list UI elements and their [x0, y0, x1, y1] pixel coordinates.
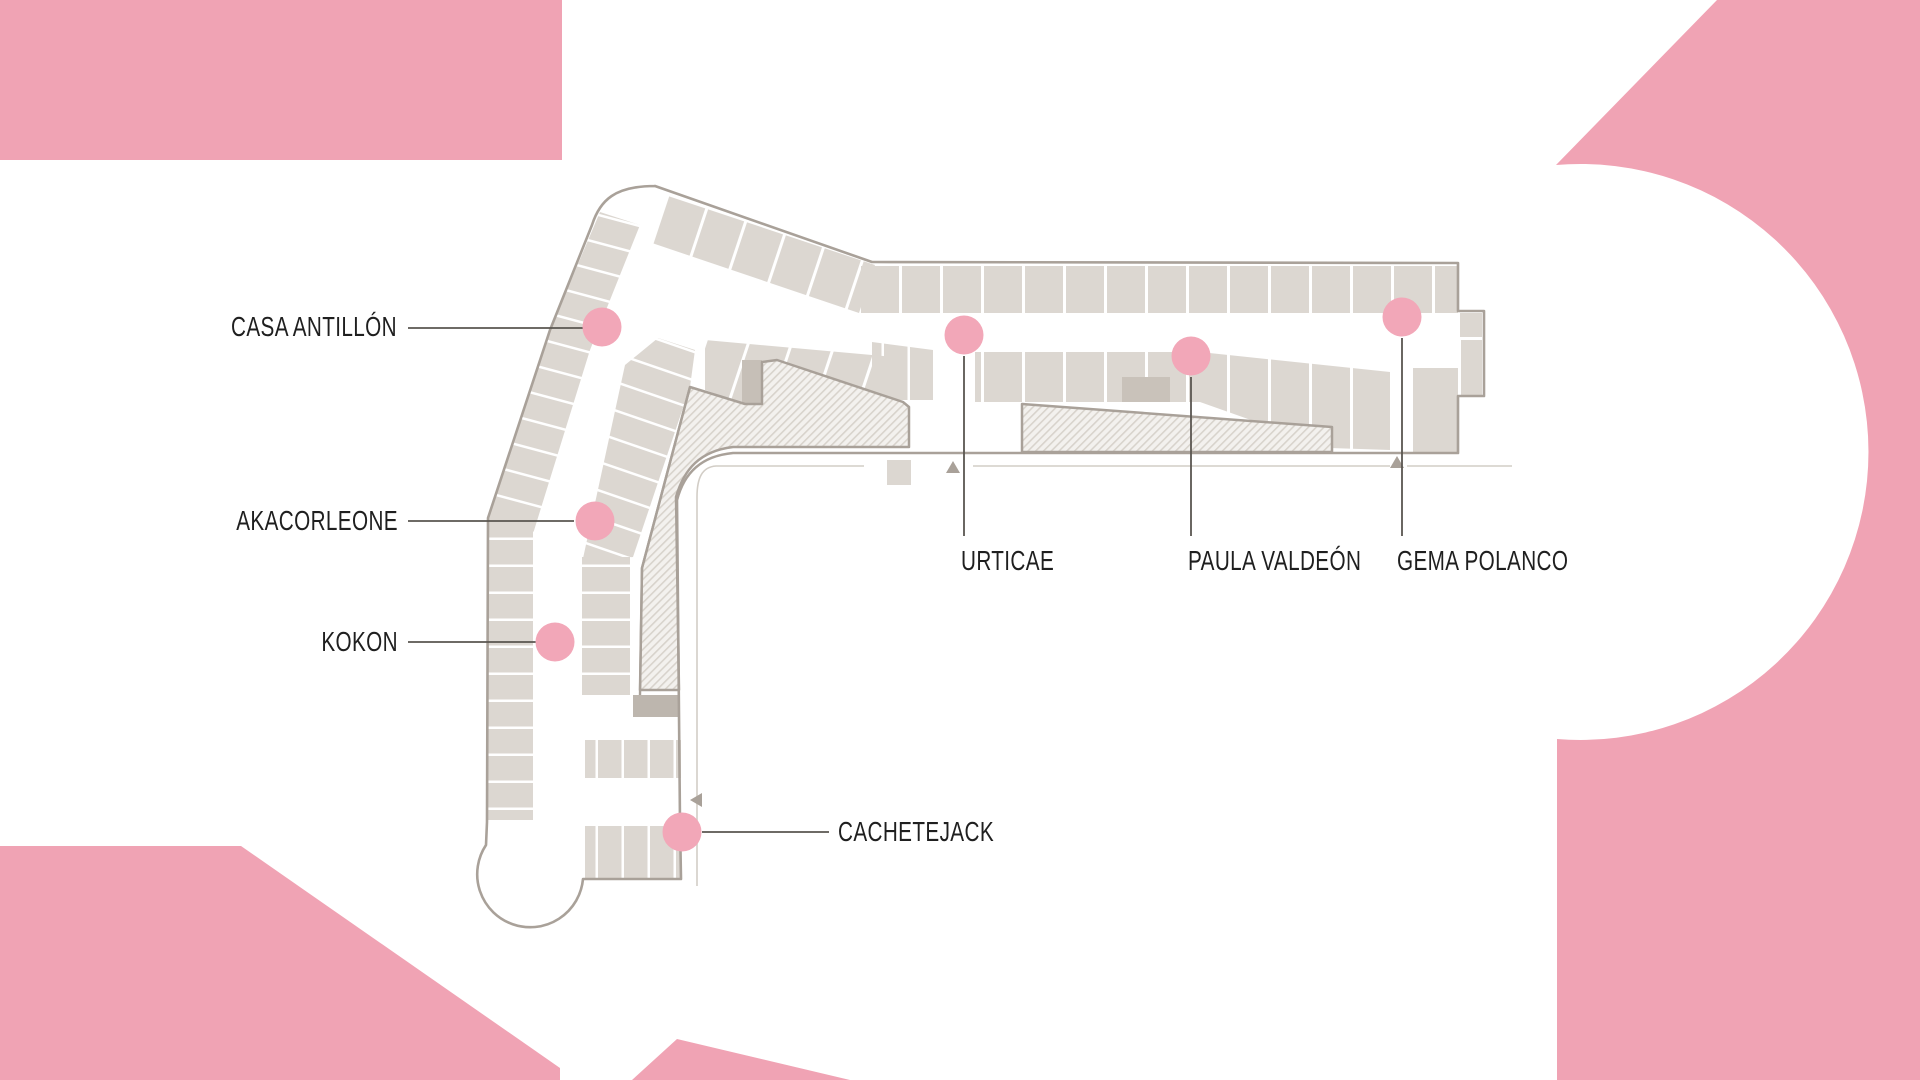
entrance-markers — [690, 456, 1404, 807]
room-row-bottom-upper — [585, 740, 681, 778]
room-block-dark-east — [1122, 377, 1170, 402]
label-cachetejack: CACHETEJACK — [838, 817, 994, 848]
room-notch-lower — [1461, 340, 1482, 396]
label-kokon: KOKON — [321, 627, 398, 658]
label-akacorleone: AKACORLEONE — [236, 506, 398, 537]
label-gema-polanco: GEMA POLANCO — [1397, 546, 1568, 577]
map-labels: CASA ANTILLÓN AKACORLEONE KOKON CACHETEJ… — [231, 312, 1568, 848]
entrance-arrow-left-icon — [690, 793, 702, 807]
floorplan-outer-wall — [475, 184, 1486, 929]
floorplan-rooms — [487, 196, 1482, 878]
room-row-inner-east-sloped — [1200, 352, 1390, 450]
room-strip-left-inner-vertical — [582, 557, 630, 695]
room-row-inner-west — [872, 342, 933, 400]
location-dot-cachetejack — [662, 812, 702, 852]
location-dot-gema-polanco — [1382, 297, 1422, 337]
deco-pink-block-right — [1556, 0, 1920, 1080]
location-dot-urticae — [944, 315, 984, 355]
deco-pink-block-top-left — [0, 0, 562, 160]
location-dot-kokon — [535, 622, 575, 662]
floorplan-courtyards — [638, 358, 1334, 692]
street-lines — [696, 465, 1512, 886]
location-dots — [535, 297, 1422, 852]
entrance-arrow-up-icon — [1390, 456, 1404, 468]
room-block-east-end — [1413, 368, 1458, 452]
location-dot-casa-antillon — [582, 307, 622, 347]
label-urticae: URTICAE — [961, 546, 1054, 577]
location-dot-akacorleone — [575, 501, 615, 541]
room-strip-top-diagonal — [652, 196, 875, 313]
label-casa-antillon: CASA ANTILLÓN — [231, 312, 397, 343]
courtyard-hatch-left — [638, 358, 911, 692]
room-strip-top-horizontal — [859, 266, 1458, 313]
stair-block-courtyard — [742, 360, 762, 407]
location-dot-paula-valdeon — [1171, 336, 1211, 376]
floorplan-inner-wall — [638, 386, 692, 696]
room-notch-upper — [1460, 313, 1482, 337]
deco-pink-block-bottom-left — [0, 846, 560, 1080]
room-block-dark-lower — [633, 695, 680, 717]
leader-lines — [408, 327, 1403, 833]
street-line-corner — [696, 465, 864, 886]
entrance-arrow-up-icon — [946, 461, 960, 473]
kiosk-block — [887, 460, 911, 485]
deco-pink-triangle-bottom — [632, 1039, 850, 1080]
room-strip-left-outer-vertical — [487, 518, 533, 820]
room-strip-left-outer-diagonal — [488, 212, 640, 537]
label-paula-valdeon: PAULA VALDEÓN — [1188, 546, 1361, 577]
room-strip-left-inner-diagonal — [582, 338, 695, 563]
